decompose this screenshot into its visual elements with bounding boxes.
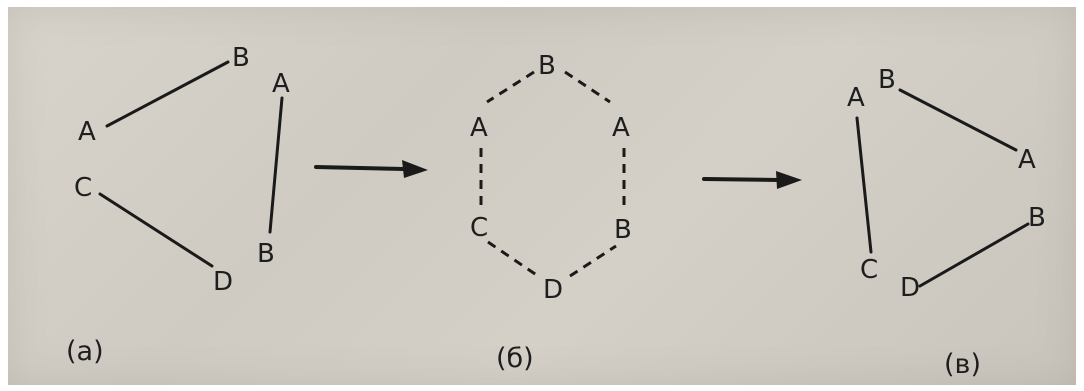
atom-label: B [614,215,632,245]
partial-bond [564,70,611,104]
partial-bond [486,70,535,104]
bond-a-b-vertical [268,96,284,234]
partial-bond [487,240,539,278]
panel-c: A B A B C D (в) [847,65,1046,380]
panel-a: B A A C D B (а) [66,43,290,367]
atom-label: A [612,113,630,143]
atom-label: D [900,273,920,303]
bond-b-a [898,88,1018,152]
bond-c-d [98,192,214,268]
atom-label: B [1028,203,1046,233]
reaction-arrow [702,171,802,189]
atom-label: A [847,83,865,113]
atom-label: B [538,51,556,81]
bond-a-c [855,116,873,254]
panel-caption: (а) [66,336,104,367]
atom-label: C [74,173,92,203]
panel-b: B A A C B D (б) [470,51,632,374]
partial-bond [569,244,617,278]
bond-b-d [918,222,1030,288]
atom-label: A [78,117,96,147]
atom-label: C [470,213,488,243]
atom-label: B [232,43,250,73]
atom-label: D [543,275,563,305]
bond-a-b [105,60,230,128]
atom-label: B [878,65,896,95]
atom-label: A [1018,145,1036,175]
atom-label: A [470,113,488,143]
panel-caption: (в) [944,349,981,380]
atom-label: B [257,239,275,269]
paper-background [8,7,1076,385]
atom-label: C [860,255,878,285]
reaction-arrow [314,160,428,178]
atom-label: D [213,267,233,297]
panel-caption: (б) [496,343,534,374]
atom-label: A [272,69,290,99]
